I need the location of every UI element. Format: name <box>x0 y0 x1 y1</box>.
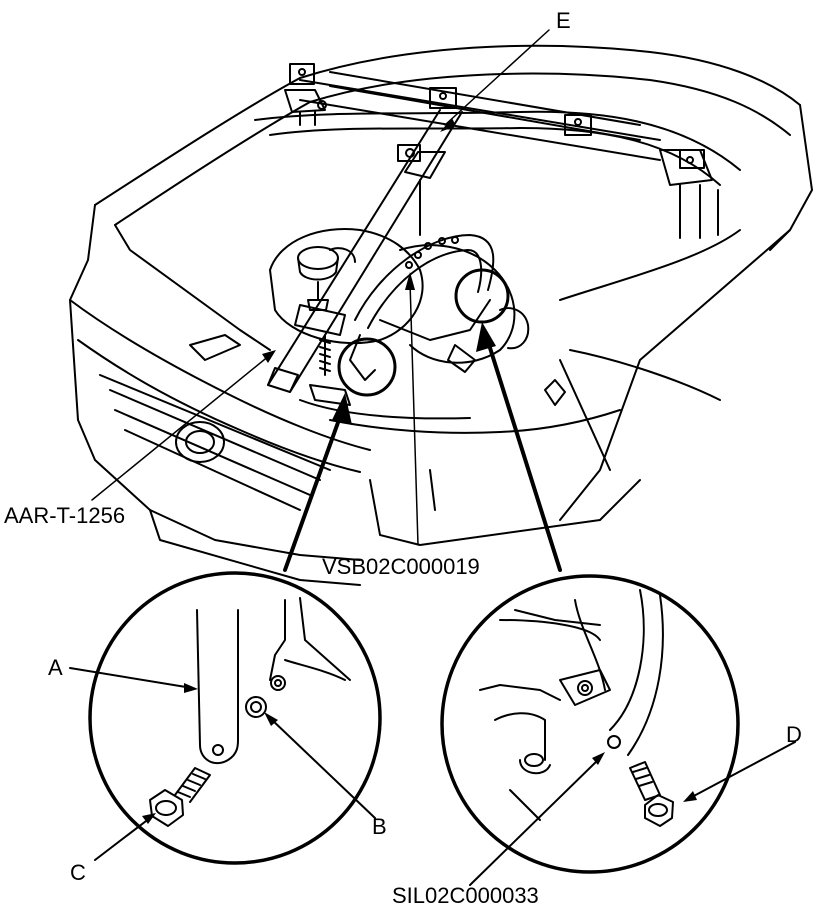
label-aar-t-1256: AAR-T-1256 <box>4 503 125 528</box>
label-a: A <box>48 655 63 680</box>
callout-arrows <box>283 322 562 572</box>
label-b: B <box>372 814 387 839</box>
support-tool <box>267 63 719 406</box>
label-e: E <box>556 8 571 33</box>
car-body <box>69 44 813 586</box>
attachment-circle-left <box>337 337 397 397</box>
leader-lines <box>91 29 550 546</box>
detail-left <box>69 571 382 865</box>
label-d: D <box>786 722 802 747</box>
detail-right <box>440 574 796 886</box>
attachment-circle-right <box>454 268 510 324</box>
label-vsb02c000019: VSB02C000019 <box>322 554 480 579</box>
label-c: C <box>70 860 86 885</box>
label-sil02c000033: SIL02C000033 <box>392 883 539 908</box>
